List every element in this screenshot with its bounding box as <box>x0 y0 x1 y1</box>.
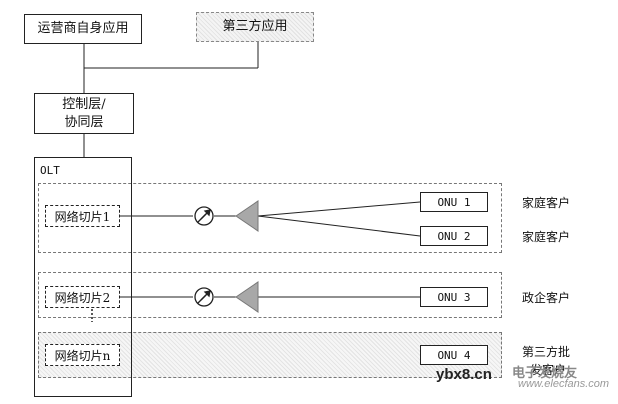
splitter-icon <box>194 287 214 307</box>
network-slice-n: 网络切片n <box>45 344 120 366</box>
onu-4-box: ONU 4 <box>420 345 488 365</box>
onu-3-box: ONU 3 <box>420 287 488 307</box>
onu-2-box: ONU 2 <box>420 226 488 246</box>
olt-frame <box>34 157 132 397</box>
amplifier-triangle-icon <box>235 281 259 313</box>
watermark-url: www.elecfans.com <box>518 378 610 390</box>
link-amp1-onu2 <box>257 215 421 237</box>
customer-label-home-1: 家庭客户 <box>522 196 571 210</box>
slice-region-2 <box>38 272 502 318</box>
link-amp1-onu1 <box>257 201 421 217</box>
third-party-app-box: 第三方应用 <box>196 12 314 42</box>
control-layer-box: 控制层/ 协同层 <box>34 93 134 134</box>
customer-label-enterprise: 政企客户 <box>522 291 571 305</box>
onu-1-box: ONU 1 <box>420 192 488 212</box>
watermark-right: 电子发烧友 <box>512 365 578 380</box>
operator-app-box: 运营商自身应用 <box>24 14 142 44</box>
splitter-icon <box>194 206 214 226</box>
network-slice-2: 网络切片2 <box>45 286 120 308</box>
watermark-left: ybx8.cn <box>436 366 492 383</box>
customer-label-home-2: 家庭客户 <box>522 230 571 244</box>
amplifier-triangle-icon <box>235 200 259 232</box>
network-slice-1: 网络切片1 <box>45 205 120 227</box>
slice-region-1 <box>38 183 502 253</box>
customer-label-wholesale-2: 发客户 <box>530 363 567 377</box>
customer-label-wholesale: 第三方批 <box>522 345 571 359</box>
olt-label: OLT <box>40 164 60 177</box>
